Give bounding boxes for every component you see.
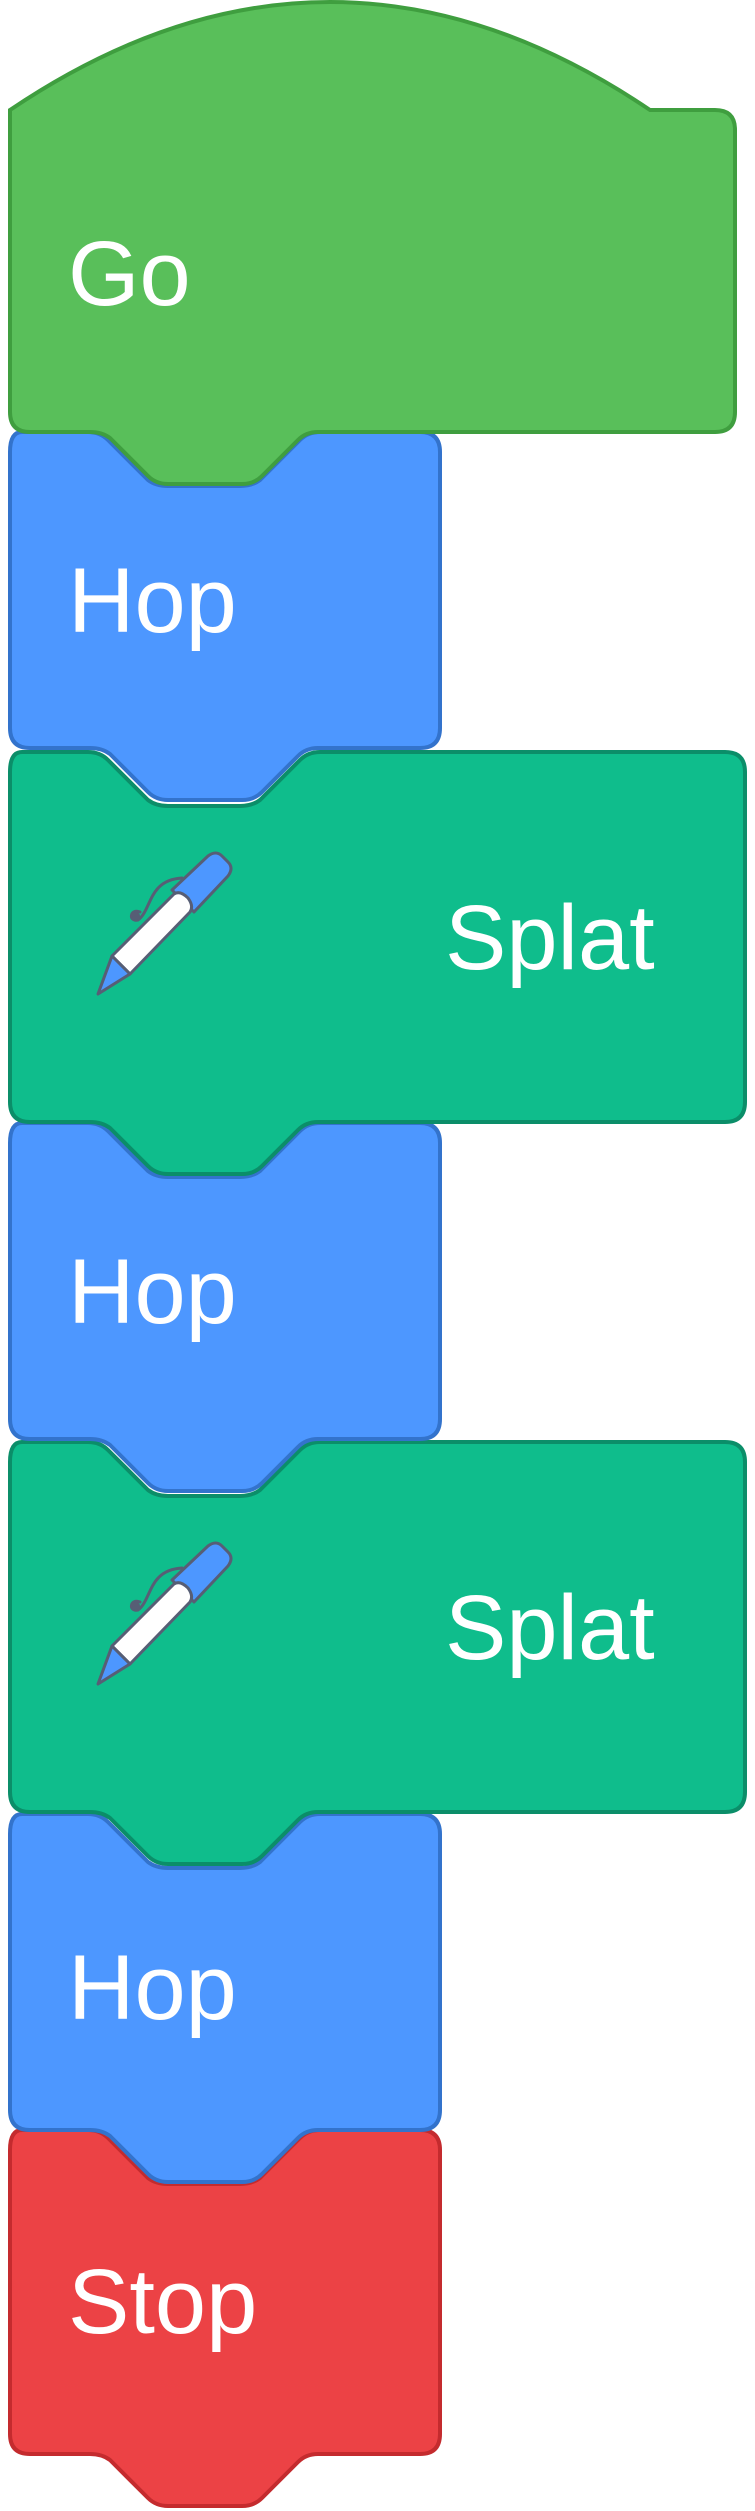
go-hat-block-shape (8, 0, 737, 486)
hop-label-1: Hop (68, 550, 237, 652)
pen-icon (96, 851, 233, 996)
splat-block-1-shape (8, 750, 747, 1176)
hop-block-2-shape (8, 1121, 442, 1493)
splat-block-2[interactable]: Splat (0, 1440, 755, 1870)
stop-label: Stop (68, 2251, 258, 2353)
splat-block-2-shape (8, 1440, 747, 1866)
hop-block-2[interactable]: Hop (0, 1121, 460, 1501)
stop-block[interactable]: Stop (0, 2128, 460, 2511)
hop-label-2: Hop (68, 1241, 237, 1343)
splat-block-1[interactable]: Splat (0, 750, 755, 1180)
pen-icon (96, 1541, 233, 1686)
hop-block-3-shape (8, 1812, 442, 2184)
hop-block-3[interactable]: Hop (0, 1812, 460, 2192)
splat-label-1: Splat (445, 887, 655, 989)
splat-label-2: Splat (445, 1577, 655, 1679)
go-hat-block[interactable]: Go (0, 0, 755, 490)
hop-block-1[interactable]: Hop (0, 430, 460, 810)
go-label: Go (68, 223, 191, 325)
hop-label-3: Hop (68, 1937, 237, 2039)
